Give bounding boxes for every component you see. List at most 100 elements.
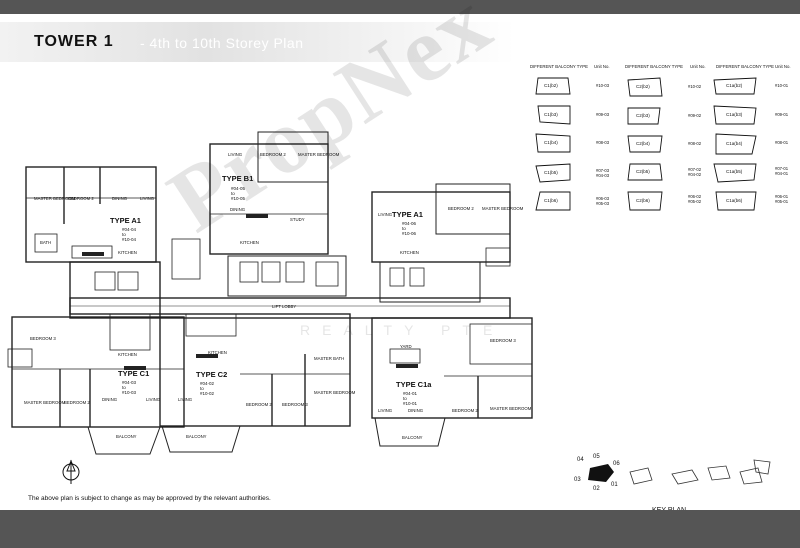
- type-c2-title: TYPE C2: [196, 370, 228, 379]
- legend-header: Unit No.: [594, 64, 610, 69]
- north-arrow-icon: [62, 459, 80, 484]
- unit-type-c1-outline: [11, 316, 185, 428]
- legend-c2-units: #06-02 #05-02: [688, 194, 702, 204]
- room-label: BEDROOM 2: [68, 196, 94, 201]
- key-plan-unit-06: 06: [613, 461, 620, 467]
- room-label: STUDY: [290, 217, 305, 222]
- type-b1-unit-numbers: #04-05 to #10-05: [231, 186, 246, 201]
- key-plan-unit-02: 02: [593, 486, 600, 492]
- legend-c1-code: C1(b5): [544, 170, 558, 175]
- type-a1-right-title: TYPE A1: [392, 210, 423, 219]
- type-a1-right-unit-numbers: #04-06 to #10-06: [402, 221, 417, 236]
- room-label: BALCONY: [402, 435, 423, 440]
- key-plan-unit-03: 03: [574, 477, 581, 483]
- room-label: LIVING: [178, 397, 193, 402]
- top-frame-bar: [0, 0, 800, 14]
- legend-c1a-code: C1a(b4): [726, 141, 743, 146]
- lift-lobby-corridor: [69, 297, 511, 319]
- room-label: BEDROOM 2: [260, 152, 286, 157]
- room-label: DINING: [408, 408, 424, 413]
- legend-c1-units: #06-03 #05-03: [596, 196, 610, 206]
- unit-type-b1-outline: [209, 143, 329, 255]
- room-label: LIVING: [146, 397, 161, 402]
- type-a1-left-title: TYPE A1: [110, 216, 141, 225]
- room-label: YARD: [400, 344, 412, 349]
- legend-c1-units: #09-03: [596, 112, 610, 117]
- room-label: MASTER BEDROOM: [490, 406, 532, 411]
- room-label: KITCHEN: [118, 250, 137, 255]
- legend-c2-code: C2(b4): [636, 141, 650, 146]
- unit-type-c2-outline: [159, 313, 351, 427]
- room-label: DINING: [230, 207, 246, 212]
- room-label: BEDROOM 3: [30, 336, 56, 341]
- legend-c1a-code: C1a(b5): [726, 169, 743, 174]
- room-label: BEDROOM 2: [64, 400, 90, 405]
- key-plan-diagram: [588, 459, 771, 485]
- room-label: MASTER BEDROOM: [34, 196, 76, 201]
- unit-type-a1-right-outline: [371, 191, 511, 263]
- watermark-sub: REALTY PTE: [300, 322, 505, 338]
- legend-header: Unit No.: [690, 64, 706, 69]
- type-c1a-unit-numbers: #04-01 to #10-01: [403, 391, 418, 406]
- legend-c1a-units: #08-01: [775, 140, 789, 145]
- room-label: BEDROOM 2: [452, 408, 478, 413]
- room-label: DINING: [112, 196, 128, 201]
- room-label: BEDROOM 2: [246, 402, 272, 407]
- storey-subtitle: - 4th to 10th Storey Plan: [140, 35, 304, 51]
- room-label: KITCHEN: [118, 352, 137, 357]
- key-plan-unit-01: 01: [611, 482, 618, 488]
- type-a1-left-unit-numbers: #04-04 to #10-04: [122, 227, 137, 242]
- legend-c2-code: C2(b6): [636, 198, 650, 203]
- unit-type-c1a-outline: [371, 317, 533, 419]
- room-label: DINING: [102, 397, 118, 402]
- type-c1-unit-numbers: #04-03 to #10-03: [122, 380, 137, 395]
- tower-title: TOWER 1: [34, 33, 114, 50]
- room-label: MASTER BATH: [314, 356, 345, 361]
- legend-c1-code: C1(b3): [544, 112, 558, 117]
- room-label: BALCONY: [116, 434, 137, 439]
- lift-lobby-label: LIFT LOBBY: [272, 304, 297, 309]
- legend-c2-code: C2(b5): [636, 169, 650, 174]
- room-label: BALCONY: [186, 434, 207, 439]
- title-banner: [0, 22, 515, 62]
- legend-c1-units: #08-03: [596, 140, 610, 145]
- key-plan-unit-05: 05: [593, 454, 600, 460]
- legend-c1a-units: #10-01: [775, 83, 789, 88]
- room-label: BEDROOM 3: [490, 338, 516, 343]
- legend-header: DIFFERENT BALCONY TYPE: [530, 64, 589, 69]
- disclaimer-note: The above plan is subject to change as m…: [28, 495, 271, 502]
- floor-plan-drawing: [7, 131, 533, 455]
- room-label: MASTER BEDROOM: [298, 152, 340, 157]
- room-label: LIVING: [378, 408, 393, 413]
- room-label: LIVING: [140, 196, 155, 201]
- unit-type-a1-left-outline: [25, 166, 157, 263]
- legend-c1-units: #07-03 #04-03: [596, 168, 610, 178]
- legend-c1-units: #10-03: [596, 83, 610, 88]
- room-label: BEDROOM 3: [282, 402, 308, 407]
- legend-c2-code: C2(b3): [636, 113, 650, 118]
- type-c2-unit-numbers: #04-02 to #10-02: [200, 381, 215, 396]
- legend-c2-units: #07-02 #04-02: [688, 167, 702, 177]
- legend-c2-code: C2(b2): [636, 84, 650, 89]
- floor-plan-sheet: TOWER 1 - 4th to 10th Storey Plan: [0, 0, 800, 514]
- legend-c1a-code: C1a(b6): [726, 198, 743, 203]
- legend-c1a-code: C1a(b2): [726, 83, 743, 88]
- legend-c2-units: #08-02: [688, 141, 702, 146]
- legend-c1a-units: #09-01: [775, 112, 789, 117]
- legend-c1a-units: #07-01 #04-01: [775, 166, 789, 176]
- room-label: KITCHEN: [208, 350, 227, 355]
- type-c1-title: TYPE C1: [118, 369, 150, 378]
- room-label: BATH: [40, 240, 52, 245]
- key-plan-unit-04: 04: [577, 457, 584, 463]
- legend-c1a-units: #06-01 #05-01: [775, 194, 789, 204]
- room-label: LIVING: [378, 212, 393, 217]
- legend-header: DIFFERENT BALCONY TYPE: [716, 64, 775, 69]
- legend-header: Unit No.: [775, 64, 791, 69]
- legend-c1-code: C1(b6): [544, 198, 558, 203]
- legend-c1-code: C1(b2): [544, 83, 558, 88]
- balcony-type-legend: DIFFERENT BALCONY TYPE Unit No. DIFFEREN…: [530, 64, 800, 264]
- room-label: KITCHEN: [400, 250, 419, 255]
- type-b1-title: TYPE B1: [222, 174, 254, 183]
- room-label: MASTER BEDROOM: [482, 206, 524, 211]
- room-label: MASTER BEDROOM: [314, 390, 356, 395]
